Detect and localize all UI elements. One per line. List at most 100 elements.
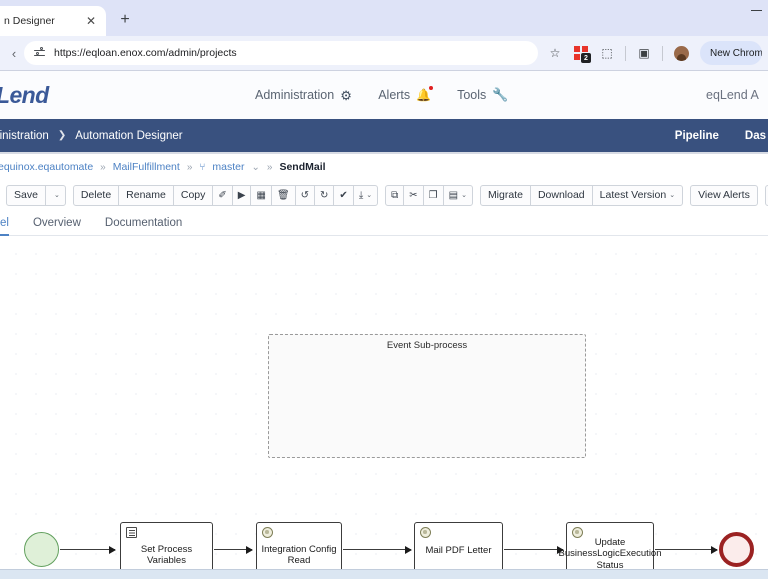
- navbar-crumb-automation-designer[interactable]: Automation Designer: [75, 129, 183, 142]
- new-chrome-pill[interactable]: New Chrome: [700, 41, 762, 65]
- chevron-down-icon: ⌄: [366, 192, 373, 199]
- chevron-down-icon: ⌄: [461, 192, 467, 199]
- tab-overview[interactable]: Overview: [32, 216, 81, 229]
- tab-model[interactable]: el: [0, 210, 9, 236]
- branch-icon: ⑂: [199, 161, 206, 173]
- version-select[interactable]: Latest Version ⌄: [591, 184, 684, 206]
- bpmn-end-event[interactable]: [719, 532, 754, 567]
- app-logo[interactable]: Lend: [0, 81, 49, 108]
- download-icon[interactable]: ⤓ ⌄: [352, 184, 379, 206]
- bookmark-star-icon[interactable]: ☆: [549, 46, 561, 60]
- redo-icon[interactable]: ↻: [314, 184, 335, 206]
- breadcrumb-separator: »: [186, 161, 193, 173]
- back-icon[interactable]: ‹: [11, 45, 17, 61]
- nav-item-administration[interactable]: Administration ⚙: [255, 88, 352, 102]
- service-task-icon: [572, 527, 583, 538]
- nav-item-alerts[interactable]: Alerts 🔔: [378, 86, 434, 102]
- bpmn-start-event[interactable]: [24, 532, 59, 567]
- bpmn-task-label: Set Process Variables: [140, 543, 193, 566]
- grid-icon[interactable]: ▦: [250, 184, 272, 206]
- divider: [0, 152, 768, 154]
- bpmn-canvas[interactable]: Set Process Variables Integration Config…: [0, 236, 768, 569]
- header-nav: Administration ⚙ Alerts 🔔 Tools 🔧: [255, 86, 508, 103]
- tab-documentation[interactable]: Documentation: [104, 216, 183, 229]
- sequence-flow: [214, 544, 253, 556]
- navbar-crumb-administration[interactable]: ministration: [0, 129, 49, 142]
- action-button-group: Migrate Download Latest Version ⌄: [479, 184, 684, 206]
- minimize-icon[interactable]: [751, 10, 762, 11]
- breadcrumb-item-project[interactable]: equinox.eqautomate: [0, 161, 94, 173]
- nav-item-tools[interactable]: Tools 🔧: [457, 87, 508, 103]
- site-settings-icon[interactable]: [34, 47, 47, 60]
- cut-icon[interactable]: ✂: [403, 184, 424, 206]
- new-tab-button[interactable]: +: [120, 11, 130, 28]
- layout-glyph: ▤: [448, 189, 459, 201]
- script-task-icon: [126, 527, 137, 538]
- edit-button-group: Delete Rename Copy ✐ ▶ ▦ 🗑 ↺ ↻ ✔ ⤓ ⌄: [72, 184, 379, 206]
- chevron-down-icon[interactable]: ⌄: [251, 161, 260, 173]
- save-dropdown-button[interactable]: ⌄: [44, 184, 66, 206]
- close-icon[interactable]: ✕: [85, 14, 97, 28]
- bpmn-task-mail-pdf-letter[interactable]: Mail PDF Letter: [414, 522, 503, 569]
- bpmn-subprocess-label: Event Sub-process: [386, 340, 468, 351]
- navbar-link-dashboard[interactable]: Das: [744, 129, 766, 142]
- breadcrumb-item-branch[interactable]: master: [212, 161, 245, 173]
- save-button-group: Save ⌄: [6, 184, 66, 206]
- version-select-label: Latest Version: [599, 189, 667, 201]
- paint-icon[interactable]: ✐: [212, 184, 233, 206]
- view-alerts-button[interactable]: View Alerts: [690, 184, 758, 206]
- breadcrumb-separator: »: [266, 161, 273, 173]
- breadcrumb-item-repo[interactable]: MailFulfillment: [112, 161, 180, 173]
- app-header: Lend Administration ⚙ Alerts 🔔 Tools 🔧 e…: [0, 71, 768, 119]
- run-icon[interactable]: ▶: [231, 184, 252, 206]
- browser-tab[interactable]: n Designer ✕: [0, 6, 106, 36]
- breadcrumb: equinox.eqautomate » MailFulfillment » ⑂…: [0, 154, 768, 180]
- delete-button[interactable]: Delete: [72, 184, 120, 206]
- service-task-icon: [262, 527, 273, 538]
- status-bar: [0, 569, 768, 579]
- sequence-flow: [343, 544, 412, 556]
- extension-icon[interactable]: 2: [570, 42, 592, 64]
- bpmn-task-update-business-logic-execution-status[interactable]: Update BusinessLogicExecution Status: [559, 522, 662, 569]
- download-glyph: ⤓: [358, 189, 364, 201]
- navbar-link-pipeline[interactable]: Pipeline: [674, 129, 719, 142]
- gear-icon: ⚙: [340, 88, 352, 103]
- download-button[interactable]: Download: [529, 184, 593, 206]
- migrate-button[interactable]: Migrate: [479, 184, 531, 206]
- trash-icon[interactable]: 🗑: [270, 184, 296, 206]
- bpmn-event-subprocess[interactable]: Event Sub-process: [268, 334, 586, 458]
- navbar-links: Pipeline Das: [675, 130, 768, 142]
- wrench-icon: 🔧: [492, 87, 509, 102]
- url-text: https://eqloan.enox.com/admin/projects: [54, 47, 237, 59]
- divider: [0, 70, 768, 71]
- bpmn-task-integration-config-read[interactable]: Integration Config Read: [256, 522, 342, 569]
- duplicate-icon[interactable]: ⧉: [385, 184, 405, 206]
- address-bar[interactable]: https://eqloan.enox.com/admin/projects: [24, 41, 538, 65]
- layout-icon[interactable]: ▤ ⌄: [442, 184, 473, 206]
- editor-toolbar: endMail.bpmn - Business ... Save ⌄ Delet…: [0, 180, 768, 210]
- bpmn-task-label: Integration Config Read: [261, 543, 337, 566]
- profile-avatar[interactable]: [670, 42, 692, 64]
- view-alerts-group: View Alerts: [690, 184, 758, 206]
- rename-button[interactable]: Rename: [118, 184, 174, 206]
- paste-icon[interactable]: ❐: [422, 184, 444, 206]
- check-icon[interactable]: ✔: [333, 184, 354, 206]
- browser-tab-strip: n Designer ✕ +: [0, 0, 768, 36]
- extension-badge-count: 2: [581, 53, 591, 63]
- bpmn-task-set-process-variables[interactable]: Set Process Variables: [120, 522, 213, 569]
- nav-administration-label: Administration: [255, 88, 335, 102]
- save-button[interactable]: Save: [6, 184, 46, 206]
- breadcrumb-separator: »: [100, 161, 106, 173]
- copy-button[interactable]: Copy: [172, 184, 214, 206]
- header-user-label[interactable]: eqLend A: [706, 88, 759, 102]
- expand-icon[interactable]: ⤢: [764, 184, 768, 206]
- divider: [625, 45, 626, 61]
- puzzle-extensions-icon[interactable]: ⬚: [601, 46, 613, 60]
- service-task-icon: [420, 527, 431, 538]
- chevron-right-icon: ❯: [57, 130, 67, 141]
- split-screen-icon[interactable]: ▣: [638, 46, 650, 60]
- undo-icon[interactable]: ↺: [294, 184, 316, 206]
- divider: [662, 45, 663, 61]
- sequence-flow: [655, 544, 718, 556]
- bell-icon: 🔔: [416, 86, 434, 102]
